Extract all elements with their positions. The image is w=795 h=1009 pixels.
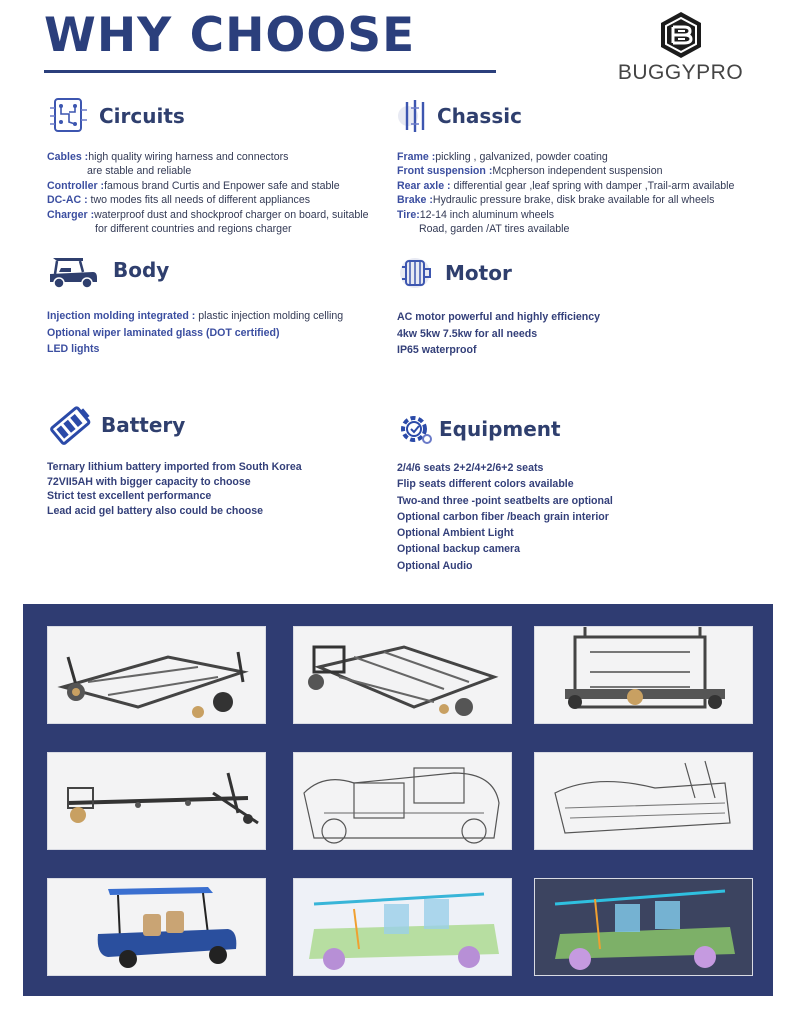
cart-frame-drawing [294,753,511,849]
battery-item: Lead acid gel battery also could be choo… [47,504,264,517]
circuits-line: Cables :high quality wiring harness and … [47,151,289,163]
brand-logo: BUGGYPRO [608,10,753,85]
circuits-line: DC-AC : two modes fits all needs of diff… [47,194,311,207]
body-line: Injection molding integrated : plastic i… [47,310,344,322]
chassic-line: Brake :Hydraulic pressure brake, disk br… [397,194,715,207]
equipment-item: Two-and three -point seatbelts are optio… [397,494,613,507]
gear-equipment-icon [397,407,435,451]
section-title-body: Body [113,258,170,282]
section-chassic: Chassic Frame :pickling , galvanized, po… [397,94,734,236]
battery-list: Ternary lithium battery imported from So… [47,460,302,518]
chassic-line: Tire:12-14 inch aluminum wheels [397,208,555,221]
battery-item: 72VII5AH with bigger capacity to choose [47,475,251,488]
motor-icon [397,251,437,295]
motor-list: AC motor powerful and highly efficiency … [397,309,600,359]
cart-cad-render-1 [294,879,511,975]
circuits-line: are stable and reliable [87,165,192,178]
chassis-photo-2 [294,627,511,723]
logo-wordmark: BUGGYPRO [617,61,744,84]
body-line: LED lights [47,343,100,355]
battery-icon [47,403,95,447]
buggypro-logo-icon [660,12,701,58]
golf-cart-icon [47,248,99,292]
circuits-line: Charger :waterproof dust and shockproof … [47,208,369,221]
section-title-equipment: Equipment [439,417,561,441]
chassic-line: Road, garden /AT tires available [419,223,570,236]
chassic-line: Rear axle : differential gear ,leaf spri… [397,179,735,192]
equipment-item: 2/4/6 seats 2+2/4+2/6+2 seats [397,462,544,474]
equipment-item: Optional backup camera [397,543,521,556]
page-title: WHY CHOOSE [44,8,416,63]
motor-item: AC motor powerful and highly efficiency [397,311,601,323]
section-battery: Battery Ternary lithium battery imported… [47,403,302,518]
equipment-item: Optional Ambient Light [397,527,514,540]
battery-item: Strict test excellent performance [47,490,212,503]
body-line: Optional wiper laminated glass (DOT cert… [47,326,280,339]
equipment-item: Flip seats different colors available [397,478,574,491]
section-title-chassic: Chassic [437,104,522,128]
battery-item: Ternary lithium battery imported from So… [47,461,302,473]
section-title-circuits: Circuits [99,104,185,128]
chassis-photo-1 [48,627,265,723]
chassis-frame-icon [397,94,433,138]
motor-item: 4kw 5kw 7.5kw for all needs [397,327,538,340]
chassic-line: Frame :pickling , galvanized, powder coa… [397,151,608,163]
section-title-battery: Battery [101,413,186,437]
motor-item: IP65 waterproof [397,344,477,356]
product-gallery [23,604,773,996]
chassic-line: Front suspension :Mcpherson independent … [397,165,663,178]
chassis-photo-4 [48,753,265,849]
golf-cart-render [48,879,265,975]
section-circuits: Circuits Cables :high quality wiring har… [47,94,369,236]
equipment-item: Optional Audio [397,559,473,572]
section-body: Body Injection molding integrated : plas… [47,248,343,358]
circuits-line: Controller :famous brand Curtis and Enpo… [47,179,340,192]
circuits-line: for different countries and regions char… [95,223,292,236]
circuit-board-icon [47,94,91,138]
equipment-list: 2/4/6 seats 2+2/4+2/6+2 seats Flip seats… [397,460,613,574]
chassis-photo-3 [535,627,752,723]
equipment-item: Optional carbon fiber /beach grain inter… [397,510,609,523]
seat-frame-drawing [535,753,752,849]
section-equipment: Equipment 2/4/6 seats 2+2/4+2/6+2 seats … [397,407,613,574]
section-title-motor: Motor [445,261,512,285]
title-underline [44,70,496,73]
cart-cad-render-2 [535,879,752,975]
section-motor: Motor AC motor powerful and highly effic… [397,251,600,359]
